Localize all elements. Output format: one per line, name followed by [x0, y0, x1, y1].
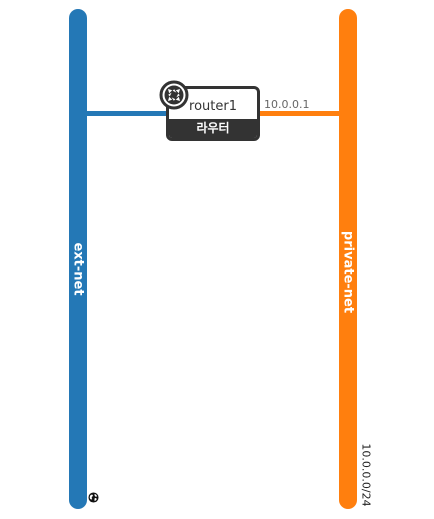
- network-name-label: ext-net: [70, 242, 86, 296]
- router-private-link[interactable]: [258, 111, 340, 116]
- router-node[interactable]: router1 라우터: [166, 86, 260, 141]
- globe-icon: [88, 492, 99, 503]
- subnet-cidr-label: 10.0.0.0/24: [359, 443, 373, 507]
- port-ip-label: 10.0.0.1: [264, 98, 310, 111]
- router-type-label: 라우터: [169, 119, 257, 138]
- network-name-label: private-net: [340, 230, 356, 313]
- router-ext-link[interactable]: [87, 111, 169, 116]
- network-ext-net[interactable]: ext-net: [69, 9, 87, 509]
- router-name: router1: [189, 99, 237, 114]
- network-private-net[interactable]: private-net: [339, 9, 357, 509]
- router-icon: [159, 80, 189, 110]
